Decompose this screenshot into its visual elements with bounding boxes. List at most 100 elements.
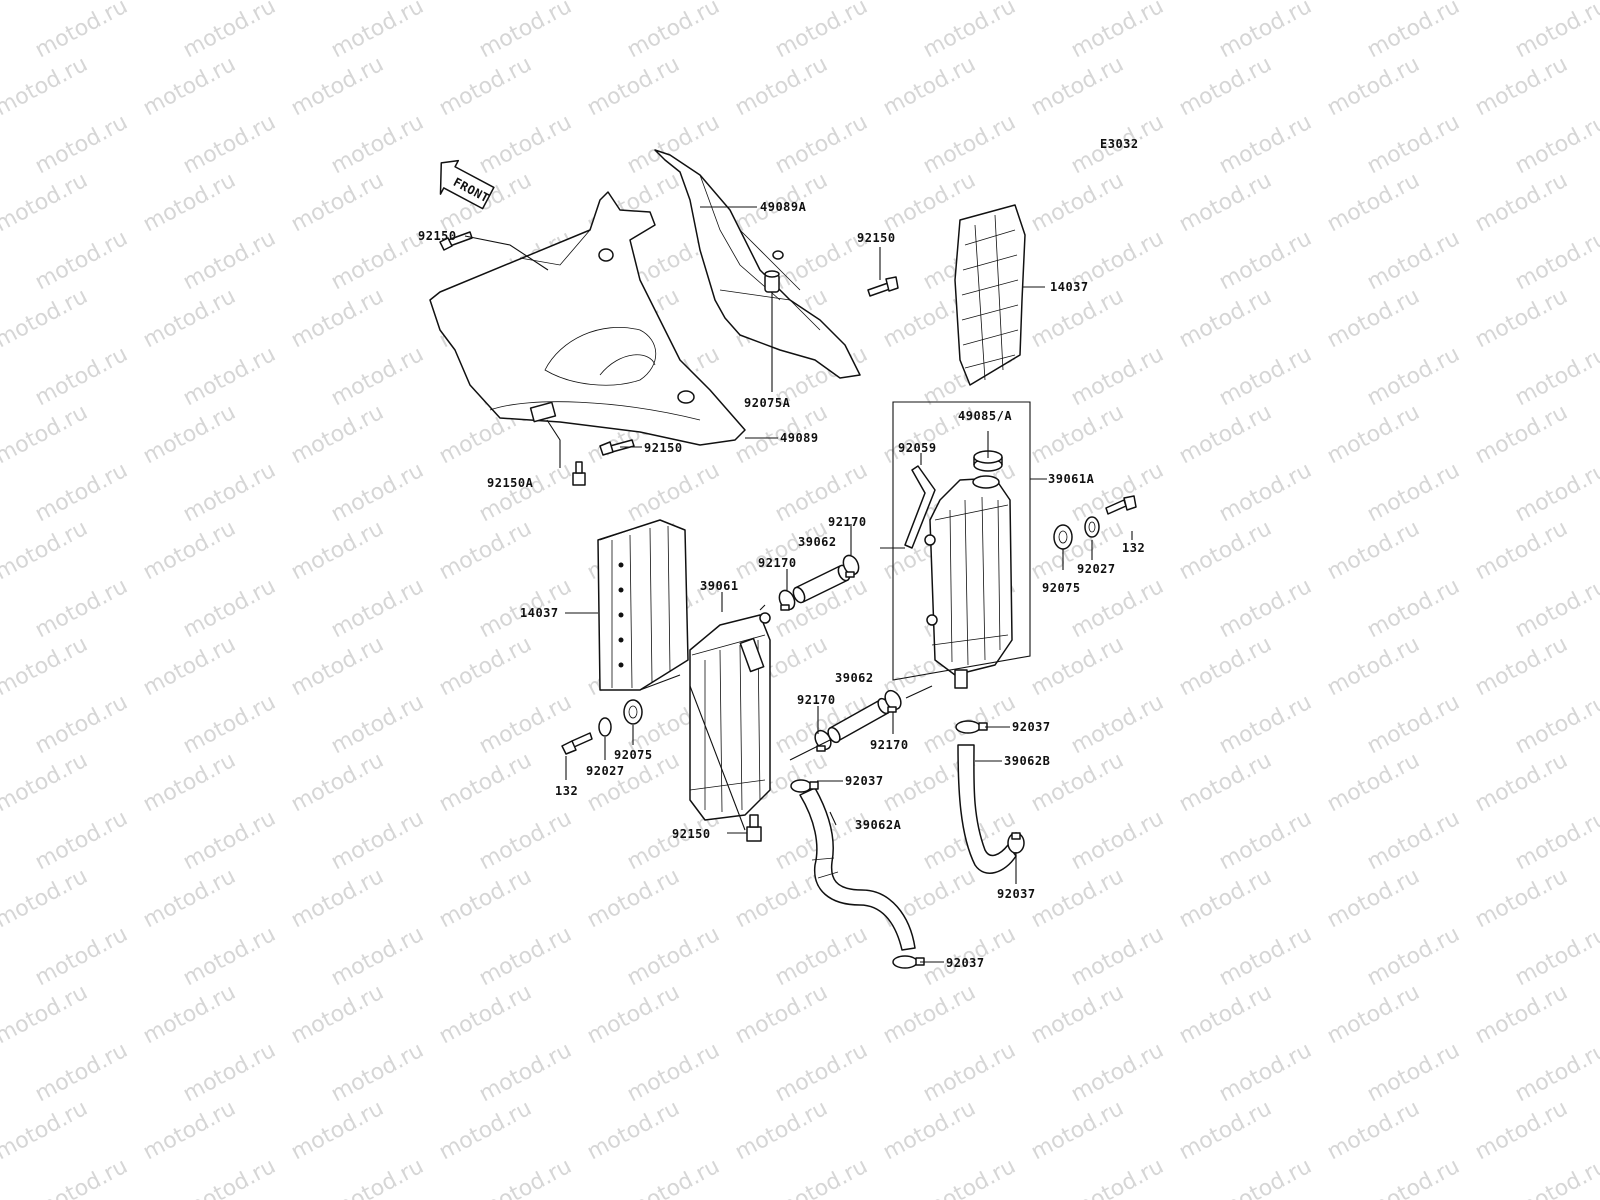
label-39062a: 39062A — [855, 818, 902, 832]
watermark-text: motod.ru — [771, 1038, 872, 1107]
watermark-text: motod.ru — [0, 168, 92, 237]
label-92150a: 92150A — [487, 476, 534, 490]
watermark-text: motod.ru — [475, 458, 576, 527]
watermark-text: motod.ru — [1511, 1154, 1600, 1200]
watermark-text: motod.ru — [1363, 690, 1464, 759]
clamp-92037-d — [892, 955, 925, 969]
watermark-text: motod.ru — [1067, 0, 1168, 63]
watermark-text: motod.ru — [1511, 690, 1600, 759]
watermark-text: motod.ru — [1215, 1038, 1316, 1107]
diagram-code: E3032 — [1100, 137, 1139, 151]
label-92027-left: 92027 — [586, 764, 625, 778]
watermark-text: motod.ru — [1511, 110, 1600, 179]
watermark-text: motod.ru — [771, 922, 872, 991]
watermark-text: motod.ru — [1363, 458, 1464, 527]
watermark-text: motod.ru — [1215, 922, 1316, 991]
clamp-92170-a — [778, 589, 796, 611]
watermark-text: motod.ru — [1067, 342, 1168, 411]
grommet-92075-right — [1053, 524, 1073, 550]
watermark-text: motod.ru — [1363, 922, 1464, 991]
washer-92027-left — [598, 717, 612, 737]
label-92037-d: 92037 — [946, 956, 985, 970]
watermark-text: motod.ru — [327, 458, 428, 527]
watermark-text: motod.ru — [31, 806, 132, 875]
hose-92059 — [904, 465, 936, 549]
watermark-text: motod.ru — [1215, 226, 1316, 295]
watermark-text: motod.ru — [1027, 0, 1128, 5]
label-39062-b: 39062 — [835, 671, 874, 685]
watermark-text: motod.ru — [623, 922, 724, 991]
watermark-text: motod.ru — [31, 574, 132, 643]
bolt-92150-top-left — [439, 231, 473, 251]
watermark-text: motod.ru — [1363, 806, 1464, 875]
watermark-text: motod.ru — [31, 1154, 132, 1200]
shroud-49089 — [429, 191, 746, 446]
watermark-text: motod.ru — [1511, 458, 1600, 527]
washer-92027-right — [1084, 516, 1100, 538]
watermark-text: motod.ru — [0, 980, 92, 1049]
label-92150-top-right: 92150 — [857, 231, 896, 245]
watermark-text: motod.ru — [179, 458, 280, 527]
watermark-text: motod.ru — [327, 226, 428, 295]
watermark-text: motod.ru — [31, 1038, 132, 1107]
watermark-text: motod.ru — [1511, 226, 1600, 295]
watermark-text: motod.ru — [623, 1038, 724, 1107]
watermark-text: motod.ru — [771, 110, 872, 179]
label-92150-mid: 92150 — [644, 441, 683, 455]
label-92037-b: 92037 — [845, 774, 884, 788]
clamp-92170-c — [814, 729, 832, 752]
watermark-text: motod.ru — [31, 690, 132, 759]
grommet-92075-left — [623, 699, 643, 725]
watermark-text: motod.ru — [179, 806, 280, 875]
label-14037-left: 14037 — [520, 606, 559, 620]
watermark-text: motod.ru — [0, 400, 92, 469]
watermark-text: motod.ru — [0, 516, 92, 585]
label-92027-right: 92027 — [1077, 562, 1116, 576]
label-49089: 49089 — [780, 431, 819, 445]
label-92075a: 92075A — [744, 396, 791, 410]
watermark-text: motod.ru — [1067, 458, 1168, 527]
watermark-text: motod.ru — [475, 690, 576, 759]
watermark-text: motod.ru — [1511, 806, 1600, 875]
label-92170-c: 92170 — [797, 693, 836, 707]
bolt-92150-top-right — [867, 276, 899, 297]
label-49089a: 49089A — [760, 200, 807, 214]
watermark-text: motod.ru — [179, 574, 280, 643]
bolt-92150-mid — [599, 439, 635, 456]
watermark-text: motod.ru — [623, 0, 724, 63]
label-92150-bottom: 92150 — [672, 827, 711, 841]
grille-14037-top — [954, 204, 1026, 386]
watermark-text: motod.ru — [327, 574, 428, 643]
watermark-text: motod.ru — [0, 0, 92, 5]
watermark-text: motod.ru — [327, 110, 428, 179]
clamp-92037-b — [790, 779, 819, 793]
watermark-text: motod.ru — [179, 690, 280, 759]
watermark-text: motod.ru — [0, 864, 92, 933]
leader-lines — [464, 206, 1133, 963]
watermark-text: motod.ru — [1067, 690, 1168, 759]
clamp-92170-d — [884, 689, 902, 713]
watermark-text: motod.ru — [475, 0, 576, 63]
label-132-left: 132 — [555, 784, 578, 798]
label-92170-a: 92170 — [758, 556, 797, 570]
label-92075-right: 92075 — [1042, 581, 1081, 595]
watermark-text: motod.ru — [31, 922, 132, 991]
watermark-text: motod.ru — [1067, 574, 1168, 643]
radiator-39061a — [924, 475, 1013, 689]
watermark-text: motod.ru — [31, 226, 132, 295]
watermark-text: motod.ru — [179, 1038, 280, 1107]
watermark-text: motod.ru — [475, 110, 576, 179]
hose-39062-upper — [792, 564, 851, 604]
watermark-text: motod.ru — [1363, 1038, 1464, 1107]
label-39062b: 39062B — [1004, 754, 1050, 768]
watermark-text: motod.ru — [179, 922, 280, 991]
watermark-text: motod.ru — [1215, 806, 1316, 875]
label-92150-top-left: 92150 — [418, 229, 457, 243]
clamp-92037-a — [955, 720, 988, 734]
watermark-text: motod.ru — [0, 748, 92, 817]
assembly-bracket-39061a — [892, 401, 1031, 681]
watermark-text: motod.ru — [179, 226, 280, 295]
watermark-text: motod.ru — [731, 0, 832, 5]
watermark-text: motod.ru — [31, 110, 132, 179]
